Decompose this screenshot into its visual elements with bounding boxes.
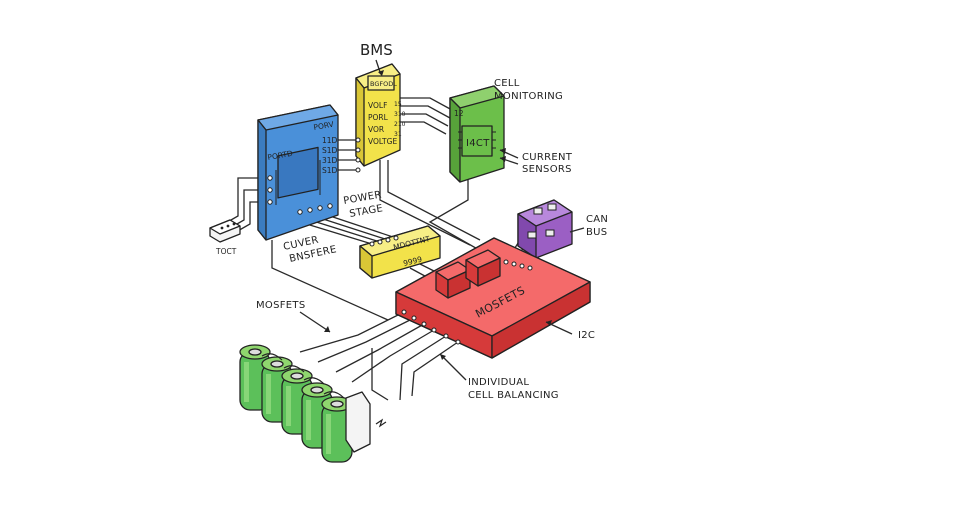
cell-monitor-chip-label: I4CT <box>466 138 490 149</box>
bms-pin-4: VOLTGE <box>368 137 397 146</box>
mosfet-tab-2 <box>465 249 501 287</box>
i2c-label: I2C <box>578 330 595 341</box>
current-sensors-line1: CURRENT <box>522 152 573 163</box>
bms-title: BMS <box>360 41 393 59</box>
bms-pin-num-4: 31 <box>394 131 402 138</box>
battery-cell-5 <box>321 396 353 463</box>
cell-monitoring-title-line2: MONITORING <box>494 91 563 102</box>
power-stage-module: MDOTTNT 9999 <box>359 225 441 279</box>
bms-pin-2: PORL <box>368 113 389 122</box>
microcontroller-board: PORTD PORV 11D S1D 31D S1D <box>257 104 339 241</box>
mcu-pin-1: 11D <box>322 136 338 145</box>
bms-pin-num-3: 210 <box>394 121 406 128</box>
can-bus-pointer <box>569 227 585 233</box>
battery-terminal-wires <box>261 353 387 428</box>
mosfets-left-pointer <box>299 311 331 333</box>
battery-pack <box>239 344 387 463</box>
can-bus-line2: BUS <box>586 227 607 238</box>
bms-arrowhead <box>378 70 384 76</box>
i2c-arrowhead <box>546 320 552 326</box>
toct-connector <box>209 219 241 243</box>
chip-pins <box>275 160 321 205</box>
toct-label: TOCT <box>215 247 237 256</box>
mcu-pin-dots <box>267 175 333 215</box>
bms-chip-label: BGFODL <box>370 80 397 88</box>
bms-pin-3: VOR <box>368 125 384 134</box>
cell-monitoring-title-line1: CELL <box>494 78 520 89</box>
balancing-label-line2: CELL BALANCING <box>468 390 559 401</box>
balancing-arrowhead <box>440 354 446 360</box>
cell-monitor-pin-label: 12 <box>454 109 464 118</box>
mcu-porv-label: PORV <box>313 119 335 132</box>
power-stage-line2: STAGE <box>349 203 384 220</box>
mosfets-block: MOSFETS <box>395 237 591 359</box>
bms-pin-num-2: 310 <box>394 111 406 118</box>
battery-holder <box>345 391 371 453</box>
current-sensor-pointers <box>499 148 519 165</box>
can-bus-line1: CAN <box>586 214 608 225</box>
can-bus-module <box>517 199 573 259</box>
cell-monitoring-module: I4CT 12 <box>449 85 505 183</box>
mcu-pin-2: S1D <box>322 146 338 155</box>
mcu-port-label: PORTD <box>267 149 294 162</box>
balancing-pointer <box>439 353 467 381</box>
balancing-label-line1: INDIVIDUAL <box>468 377 529 388</box>
mosfets-left-arrowhead <box>324 326 330 332</box>
bms-module: BGFODL VOLF PORL VOR VOLTGE 15 310 210 3… <box>355 63 406 173</box>
mosfet-tab-1 <box>435 261 471 299</box>
bms-pin-num-1: 15 <box>394 101 402 108</box>
bms-pointer <box>375 59 381 73</box>
bms-pin-1: VOLF <box>368 101 387 110</box>
mcu-pin-4: S1D <box>322 166 338 175</box>
current-sensors-line2: SENSORS <box>522 164 572 175</box>
mosfets-left-label: MOSFETS <box>256 300 305 311</box>
mcu-pin-3: 31D <box>322 156 338 165</box>
